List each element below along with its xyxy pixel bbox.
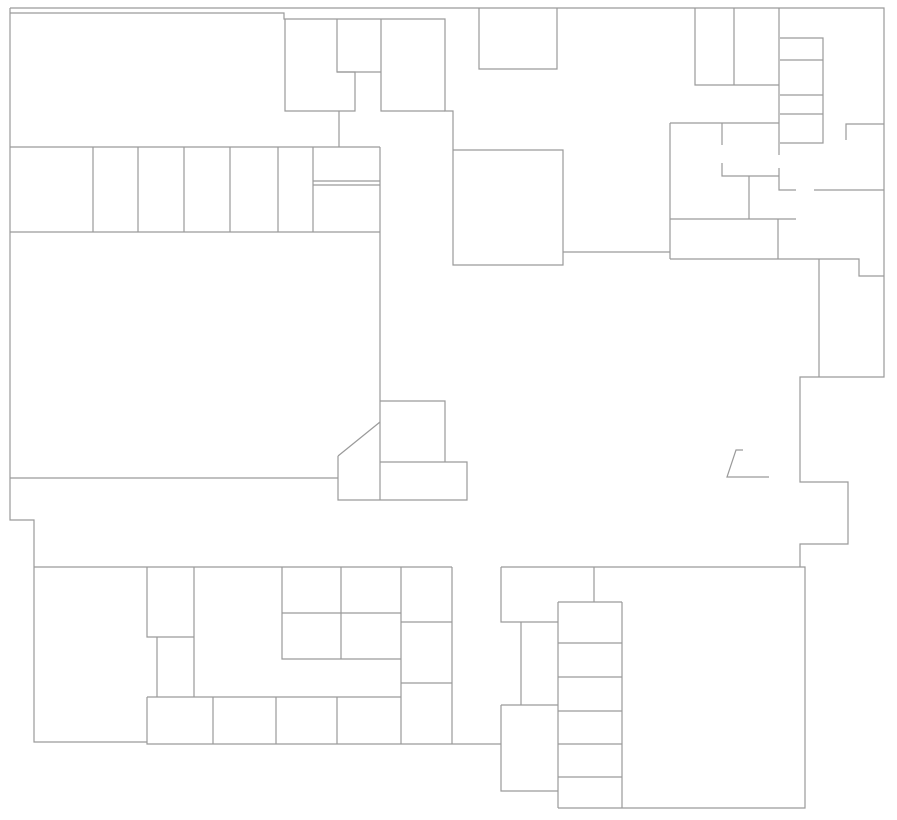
- wall-segment: [9, 8, 147, 743]
- wall-segment: [337, 421, 381, 457]
- wall-segment: [281, 567, 401, 660]
- wall-segment: [721, 163, 779, 177]
- wall-segment: [10, 12, 564, 266]
- wall-segment: [146, 697, 501, 745]
- wall-segment: [284, 19, 356, 112]
- wall-segment: [845, 123, 884, 140]
- wall-segment: [778, 168, 796, 191]
- wall-segment: [380, 19, 445, 112]
- wall-segment: [780, 37, 824, 144]
- wall-segment: [478, 8, 558, 70]
- wall-segment: [146, 567, 194, 638]
- wall-segment: [337, 456, 468, 501]
- wall-segment: [501, 566, 806, 809]
- wall-segment: [10, 7, 885, 567]
- wall-segment: [726, 449, 769, 478]
- wall-segment: [670, 258, 884, 277]
- wall-segment: [500, 705, 558, 792]
- wall-segment: [694, 8, 779, 86]
- wall-segment: [500, 567, 558, 623]
- wall-segment: [380, 400, 446, 462]
